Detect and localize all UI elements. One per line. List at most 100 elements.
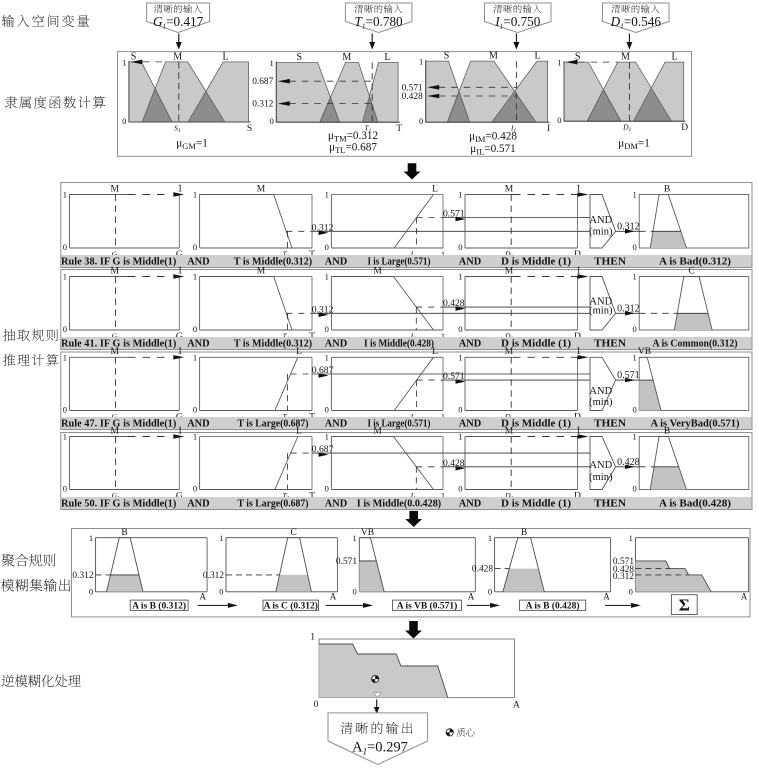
svg-text:L: L	[672, 52, 678, 63]
svg-text:0: 0	[193, 484, 197, 494]
svg-text:1: 1	[178, 265, 183, 276]
svg-text:1: 1	[178, 346, 183, 357]
svg-text:0: 0	[458, 405, 462, 415]
svg-text:A: A	[468, 591, 475, 601]
svg-text:THEN: THEN	[594, 339, 626, 350]
svg-text:0: 0	[63, 405, 67, 415]
svg-text:1: 1	[576, 346, 581, 357]
svg-text:μIM=0.428: μIM=0.428	[469, 131, 517, 145]
svg-text:1: 1	[310, 633, 315, 643]
svg-text:L: L	[432, 184, 438, 194]
svg-text:μIL=0.571: μIL=0.571	[470, 143, 516, 157]
svg-text:D: D	[681, 123, 688, 133]
svg-text:0.312: 0.312	[72, 571, 93, 581]
svg-text:A1=0.297: A1=0.297	[352, 740, 408, 757]
svg-text:L: L	[384, 52, 390, 63]
svg-text:0: 0	[63, 324, 67, 334]
svg-text:1: 1	[458, 272, 462, 282]
svg-text:VB: VB	[361, 528, 374, 538]
svg-text:M: M	[373, 266, 382, 276]
svg-text:(min): (min)	[589, 227, 613, 238]
svg-text:AND: AND	[589, 297, 612, 308]
svg-text:0.312: 0.312	[203, 571, 224, 581]
svg-text:1: 1	[63, 432, 67, 442]
svg-text:M: M	[110, 347, 119, 357]
svg-text:AND: AND	[325, 419, 348, 430]
svg-text:0.312: 0.312	[613, 572, 634, 582]
svg-text:1: 1	[193, 353, 197, 363]
svg-text:1: 1	[441, 412, 445, 422]
svg-text:(min): (min)	[589, 472, 613, 483]
svg-text:1: 1	[632, 272, 636, 282]
svg-text:0.571: 0.571	[443, 209, 465, 220]
svg-text:1: 1	[193, 272, 197, 282]
svg-text:0.687: 0.687	[312, 365, 334, 376]
svg-text:AND: AND	[187, 257, 210, 268]
svg-text:G: G	[176, 492, 183, 502]
svg-text:1: 1	[419, 57, 423, 67]
svg-text:1: 1	[270, 58, 274, 68]
svg-text:THEN: THEN	[594, 419, 626, 430]
svg-text:M: M	[110, 426, 119, 436]
svg-text:0: 0	[63, 484, 67, 494]
svg-text:AND: AND	[459, 419, 482, 430]
svg-text:1: 1	[632, 432, 636, 442]
svg-text:0: 0	[458, 484, 462, 494]
svg-text:D is Middle (1): D is Middle (1)	[501, 419, 572, 430]
svg-text:M: M	[621, 52, 630, 63]
svg-text:AND: AND	[459, 499, 482, 510]
svg-text:M: M	[342, 52, 351, 63]
svg-text:μDM=1: μDM=1	[618, 138, 650, 152]
svg-text:D is Middle (1): D is Middle (1)	[501, 499, 572, 510]
svg-text:M: M	[257, 184, 266, 194]
svg-text:0: 0	[193, 324, 197, 334]
svg-text:0: 0	[89, 586, 93, 596]
svg-text:L: L	[222, 51, 228, 62]
svg-text:B: B	[121, 528, 127, 538]
svg-text:AND: AND	[589, 215, 612, 226]
svg-text:M: M	[373, 426, 382, 436]
svg-text:1: 1	[325, 190, 329, 200]
svg-text:D: D	[574, 492, 581, 502]
svg-text:A is Bad(0.312): A is Bad(0.312)	[659, 257, 732, 268]
svg-text:0: 0	[632, 324, 636, 334]
svg-text:0.428: 0.428	[443, 458, 465, 469]
svg-text:AND: AND	[459, 257, 482, 268]
svg-text:0: 0	[632, 405, 636, 415]
svg-text:I1=0.750: I1=0.750	[494, 14, 541, 31]
svg-text:A: A	[330, 591, 337, 601]
svg-text:AND: AND	[187, 499, 210, 510]
svg-text:0: 0	[219, 586, 223, 596]
svg-text:1: 1	[576, 265, 581, 276]
svg-text:0.428: 0.428	[617, 457, 640, 468]
svg-text:Rule 38. IF G is Middle(1): Rule 38. IF G is Middle(1)	[61, 257, 177, 268]
svg-text:T: T	[309, 492, 315, 502]
svg-text:1: 1	[629, 533, 633, 543]
svg-text:Rule 50. IF G is Middle(1): Rule 50. IF G is Middle(1)	[61, 499, 177, 510]
svg-text:S: S	[247, 124, 252, 134]
svg-text:(min): (min)	[589, 306, 613, 317]
svg-text:S: S	[297, 52, 303, 63]
svg-text:0.571: 0.571	[336, 557, 357, 567]
svg-text:0.687: 0.687	[312, 444, 334, 455]
svg-text:0: 0	[557, 115, 561, 125]
svg-text:I is Middle(0.428): I is Middle(0.428)	[364, 339, 434, 350]
svg-text:0: 0	[193, 405, 197, 415]
svg-text:0.571: 0.571	[443, 371, 465, 382]
svg-text:0: 0	[632, 484, 636, 494]
svg-text:1: 1	[441, 249, 445, 259]
svg-text:B: B	[521, 528, 527, 538]
svg-text:0.428: 0.428	[402, 92, 423, 102]
svg-text:AND: AND	[187, 339, 210, 350]
svg-text:1: 1	[458, 432, 462, 442]
svg-text:1: 1	[441, 331, 445, 341]
svg-text:S1: S1	[174, 124, 181, 135]
svg-text:A is Bad(0.428): A is Bad(0.428)	[659, 499, 732, 510]
svg-text:0: 0	[314, 700, 319, 710]
svg-text:D1: D1	[622, 123, 631, 134]
svg-text:0.428: 0.428	[613, 565, 634, 575]
svg-text:T1=0.780: T1=0.780	[355, 14, 404, 31]
svg-text:1: 1	[89, 533, 93, 543]
svg-text:S: S	[444, 51, 450, 62]
svg-text:A is VeryBad(0.571): A is VeryBad(0.571)	[651, 419, 741, 430]
